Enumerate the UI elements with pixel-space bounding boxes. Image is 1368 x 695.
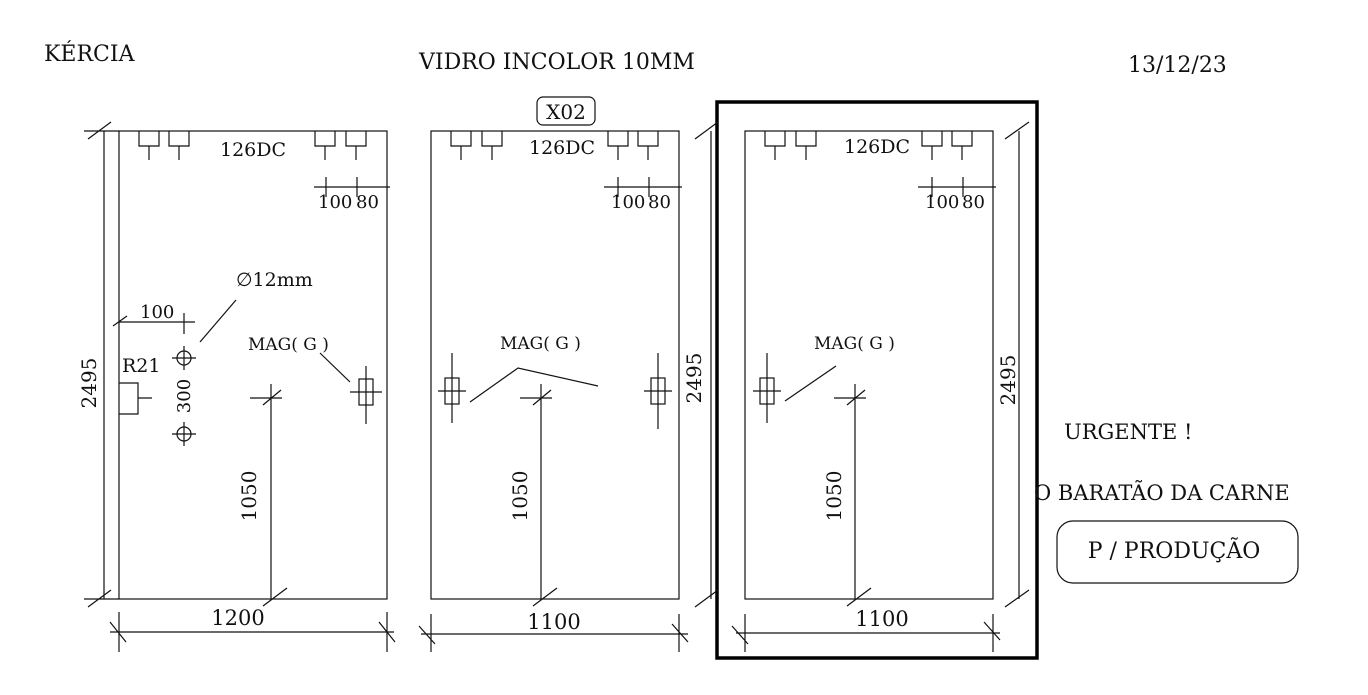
width-label: 1100 xyxy=(855,607,908,631)
production-stamp-box xyxy=(1056,520,1299,584)
panel-tag: X02 xyxy=(546,100,586,124)
glass-panel-3 xyxy=(744,130,994,600)
width-dimension-line xyxy=(731,614,1001,652)
lock-cutout xyxy=(119,382,152,415)
highlight-frame xyxy=(715,100,1039,660)
height-label: 2495 xyxy=(77,358,101,409)
top-offset-dimension xyxy=(314,177,390,197)
hinge-cutouts-right xyxy=(607,131,659,160)
width-label: 1100 xyxy=(527,610,580,634)
panel-2: 126DC 100 80 2495 1100 1050 MAG( G ) xyxy=(418,121,719,652)
handle-height-line xyxy=(250,384,288,607)
hole-bottom xyxy=(172,422,196,446)
hinge-cutouts-right xyxy=(921,131,973,160)
dim-80: 80 xyxy=(356,192,379,213)
hinge-cutouts-left xyxy=(764,131,817,160)
handle-height-label: 1050 xyxy=(237,471,261,522)
dim-80: 80 xyxy=(962,192,985,213)
customer-name: O BARATÃO DA CARNE xyxy=(1034,481,1290,505)
handle-height-label: 1050 xyxy=(822,471,846,522)
magnet-leader xyxy=(784,365,837,402)
height-dimension-line xyxy=(84,121,119,608)
top-offset-dimension xyxy=(604,177,682,197)
magnet-label: MAG( G ) xyxy=(248,335,329,355)
dim-100: 100 xyxy=(925,192,959,213)
width-label: 1200 xyxy=(211,606,264,630)
panel-3: 126DC 100 80 2495 1100 1050 MAG( G ) xyxy=(731,121,1030,652)
magnet-cutout xyxy=(753,353,781,423)
diameter-leader xyxy=(199,299,237,343)
magnet-label: MAG( G ) xyxy=(814,334,895,354)
width-dimension-line xyxy=(109,612,396,652)
hole-offset-dimension xyxy=(112,315,195,327)
dim-80: 80 xyxy=(648,192,671,213)
hardware-code: 126DC xyxy=(844,136,910,158)
material-title: VIDRO INCOLOR 10MM xyxy=(418,50,695,75)
height-label: 2495 xyxy=(996,355,1020,406)
hinge-cutouts-left xyxy=(138,131,190,160)
magnet-cutout xyxy=(350,366,382,424)
dim-100: 100 xyxy=(318,192,352,213)
hole-diameter-label: ∅12mm xyxy=(236,269,313,291)
handle-height-line xyxy=(520,384,558,607)
panel-1: 126DC 100 80 2495 1200 1050 300 100 ∅12m… xyxy=(77,121,396,652)
height-dimension-line xyxy=(1004,121,1030,608)
magnet-leader xyxy=(319,352,351,383)
production-stamp: P / PRODUÇÃO xyxy=(1088,536,1261,564)
magnet-cutout-right xyxy=(644,353,672,429)
hinge-cutouts-left xyxy=(450,131,503,160)
urgent-note: URGENTE ! xyxy=(1064,420,1192,444)
magnet-label: MAG( G ) xyxy=(500,334,581,354)
height-dimension-line xyxy=(694,121,719,608)
hardware-code: 126DC xyxy=(529,137,595,159)
dim-100: 100 xyxy=(611,192,645,213)
handle-height-line xyxy=(834,384,872,607)
client-name: KÉRCIA xyxy=(44,40,136,67)
magnet-leader xyxy=(469,367,599,403)
handle-height-label: 1050 xyxy=(508,471,532,522)
magnet-cutout-left xyxy=(438,353,466,423)
top-offset-dimension xyxy=(918,177,996,197)
lock-code-label: R21 xyxy=(122,355,160,377)
hardware-code: 126DC xyxy=(220,139,286,161)
hole-offset-label: 100 xyxy=(140,302,174,323)
glass-panel-1 xyxy=(118,130,388,600)
width-dimension-line xyxy=(418,614,689,652)
hinge-cutouts-right xyxy=(314,131,367,160)
panel-tag-box xyxy=(536,96,596,126)
glass-panel-2 xyxy=(430,130,680,600)
hole-top xyxy=(172,346,196,370)
height-label: 2495 xyxy=(682,353,706,404)
hole-spacing-label: 300 xyxy=(174,379,195,413)
drawing-date: 13/12/23 xyxy=(1128,53,1227,78)
